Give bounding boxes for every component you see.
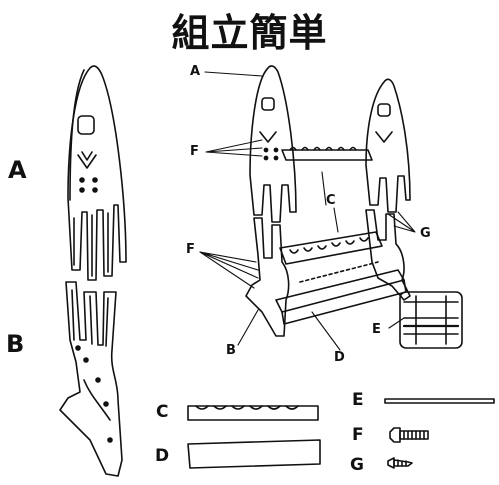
side-panel-a-illustration [67, 65, 127, 281]
legend-base-board-icon [187, 439, 321, 469]
callout-g: G [420, 226, 431, 241]
callout-e: E [372, 322, 381, 337]
callout-b: B [226, 343, 236, 358]
legend-letter-f: F [352, 425, 364, 445]
callout-c: C [326, 193, 336, 208]
label-part-a: A [8, 156, 27, 184]
side-panel-b-illustration [59, 281, 123, 477]
callout-d: D [334, 350, 345, 365]
assembled-rack-illustration [245, 65, 463, 349]
callout-f-top: F [190, 144, 199, 159]
callout-a: A [190, 64, 201, 79]
legend-letter-g: G [350, 455, 364, 475]
legend-metal-rod-icon [384, 398, 495, 404]
legend-rod-holder-icon [187, 405, 319, 421]
leader-lines [199, 71, 416, 351]
legend-letter-e: E [352, 390, 364, 410]
legend-screw-icon [387, 457, 413, 469]
page-title: 組立簡単 [171, 11, 328, 55]
legend-bolt-icon [389, 427, 429, 443]
label-part-b: B [6, 330, 25, 358]
callout-f-bottom: F [186, 242, 195, 257]
legend-letter-d: D [155, 446, 170, 466]
legend-letter-c: C [156, 402, 169, 422]
